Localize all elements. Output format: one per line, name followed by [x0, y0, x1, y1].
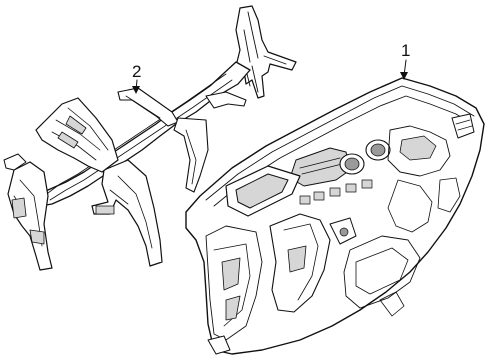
callout-2: 2	[132, 62, 141, 94]
instrument-panel	[185, 77, 485, 355]
callout-1: 1	[400, 41, 410, 80]
cross-car-beam	[3, 5, 297, 271]
center-vent-pod	[289, 147, 351, 187]
callout-2-label: 2	[132, 62, 141, 81]
callout-1-label: 1	[401, 41, 410, 60]
round-vent-right	[365, 139, 391, 161]
callout-2-arrowhead	[132, 86, 140, 94]
callout-1-arrowhead	[400, 72, 408, 80]
side-vent-right	[451, 113, 475, 139]
center-display-opening	[225, 165, 301, 217]
round-vent-left	[339, 153, 365, 175]
